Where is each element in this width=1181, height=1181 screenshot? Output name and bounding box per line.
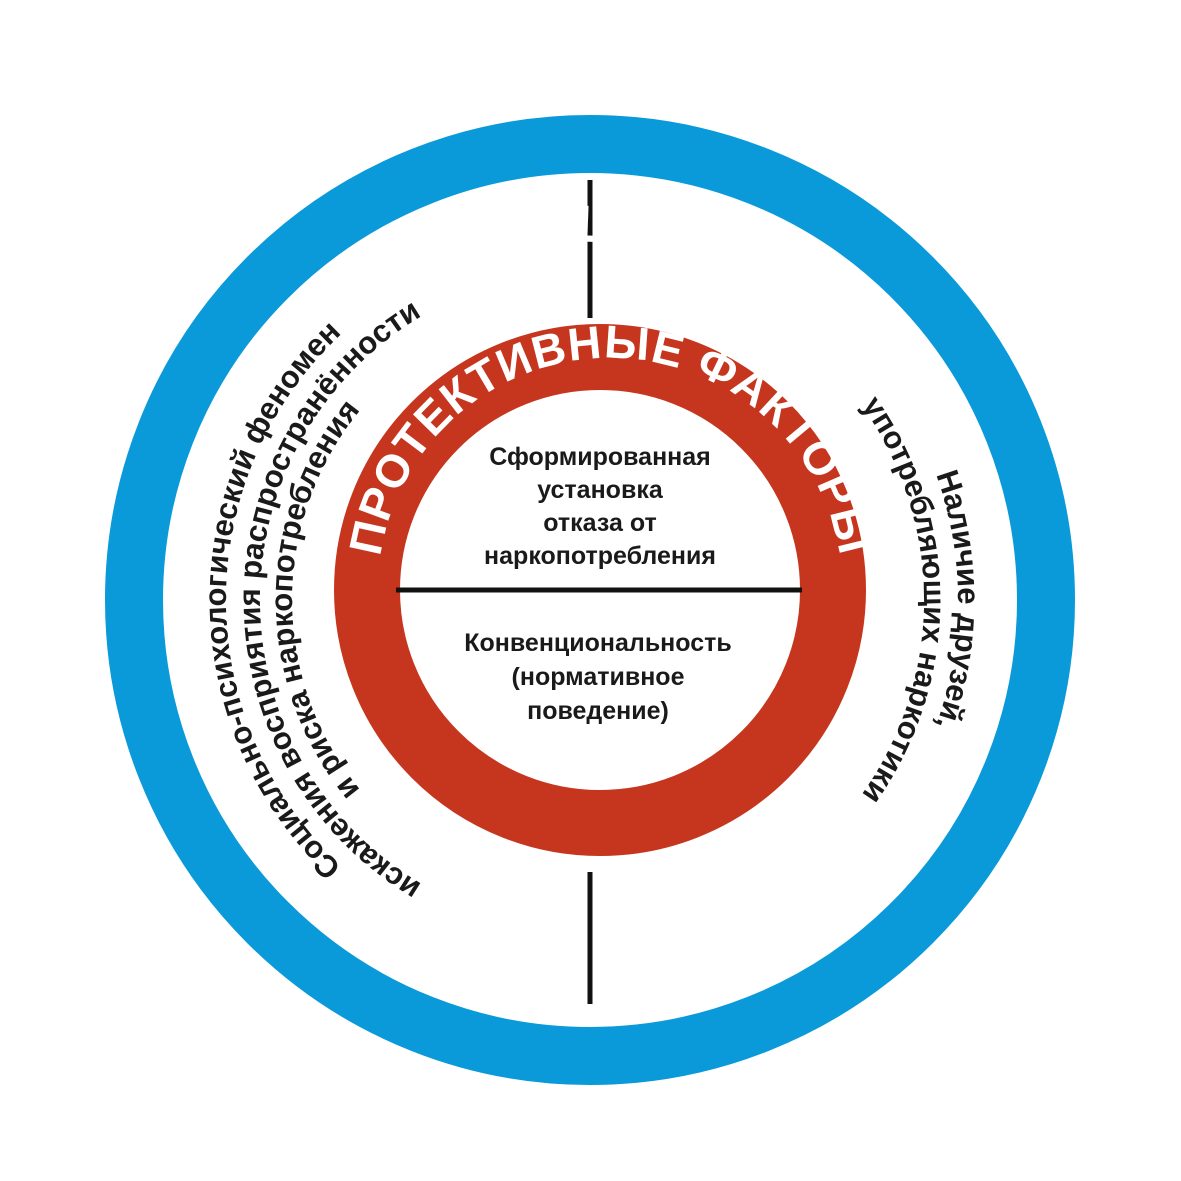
- top-factor-line-4: наркопотребления: [484, 542, 716, 570]
- bottom-factor-line-3: поведение): [527, 697, 669, 725]
- top-protective-factor: Сформированная установка отказа от нарко…: [484, 443, 716, 570]
- bottom-protective-factor: Конвенциональность (нормативное поведени…: [464, 629, 732, 725]
- top-factor-line-2: установка: [537, 476, 664, 504]
- bottom-factor-line-2: (нормативное: [512, 663, 685, 691]
- top-factor-line-3: отказа от: [543, 509, 656, 537]
- outer-ring: [105, 115, 1075, 1085]
- inner-ring: [334, 324, 866, 856]
- bottom-factor-line-1: Конвенциональность: [464, 629, 732, 657]
- right-factor-line-2-path: употребляющих наркотики: [856, 389, 953, 810]
- right-factor-line-2: употребляющих наркотики: [856, 389, 953, 810]
- top-factor-line-1: Сформированная: [489, 443, 711, 471]
